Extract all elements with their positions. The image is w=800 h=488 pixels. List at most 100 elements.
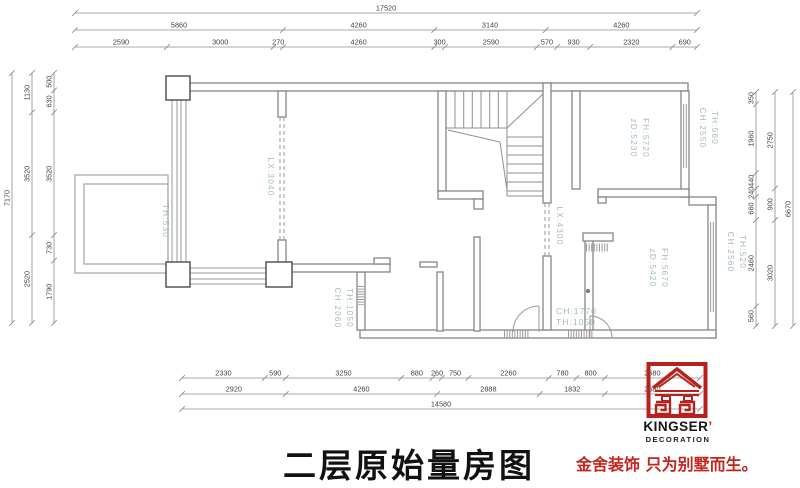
dim-tick — [696, 405, 704, 413]
dim-tick — [431, 43, 438, 51]
wall-right-lower — [707, 204, 717, 339]
dim-label: 2590 — [483, 38, 499, 47]
dim-tick — [587, 43, 594, 51]
dim-tick — [282, 390, 289, 398]
dim-label: 3140 — [482, 21, 498, 30]
post-mid — [265, 261, 293, 288]
dim-tick — [178, 374, 186, 382]
dim-label: 2680 — [644, 385, 660, 394]
drawing-title: 二层原始量房图 — [283, 446, 535, 485]
walls-group — [187, 82, 717, 339]
dim-label: 440 — [747, 175, 756, 187]
doors-group — [512, 289, 613, 339]
stairs-group — [446, 91, 544, 197]
dim-tick — [28, 69, 36, 77]
dim-label: 240 — [747, 187, 756, 199]
dim-label: 800 — [584, 369, 596, 378]
terrace-outline — [74, 174, 169, 274]
dim-tick — [752, 303, 760, 310]
wall-partition-a — [436, 271, 444, 332]
wall-partition-1-bottom — [277, 239, 287, 265]
dim-tick — [542, 26, 549, 34]
door-arc-small-room — [589, 315, 613, 339]
wall-topright-room-left — [571, 90, 581, 190]
dim-label: 270 — [272, 38, 284, 47]
room-label-ch2060: TH:1050 — [345, 288, 354, 328]
brand-subname: DECORATION — [645, 435, 711, 444]
dim-label: 260 — [431, 369, 443, 378]
dim-tick — [438, 374, 445, 382]
post-bottom-left — [165, 261, 191, 288]
wall-stair-stub — [473, 198, 484, 210]
dim-tick — [50, 232, 58, 239]
dim-label: 930 — [568, 38, 580, 47]
wall-bottom — [359, 329, 717, 339]
dim-label: 1832 — [564, 385, 580, 394]
dim-label: 900 — [766, 198, 775, 210]
logo-frame — [646, 362, 708, 418]
stair-walk-line — [447, 129, 508, 191]
wall-top — [187, 82, 689, 92]
dim-tick — [545, 374, 552, 382]
dim-label: 590 — [269, 369, 281, 378]
openings-group — [279, 117, 550, 256]
dim-label: 3250 — [335, 369, 351, 378]
dim-tick — [669, 43, 676, 51]
room-label-lx3040: LX:3040 — [266, 158, 275, 197]
dim-label: 6670 — [784, 201, 793, 217]
room-label-ch1770: CH:1770 — [556, 306, 597, 316]
dim-tick — [536, 390, 543, 398]
dim-tick — [696, 374, 704, 382]
dim-label: 17520 — [376, 4, 396, 13]
dim-tick — [50, 319, 58, 327]
dim-tick — [71, 9, 79, 17]
dim-tick — [752, 169, 760, 177]
dim-tick — [693, 43, 701, 51]
door-arc-corridor — [512, 305, 540, 333]
dim-tick — [279, 43, 287, 51]
dim-label: 880 — [411, 369, 423, 378]
dim-label: 730 — [45, 242, 54, 254]
wall-lip — [373, 257, 391, 265]
dim-label: 14580 — [431, 400, 451, 409]
dim-label: 570 — [541, 38, 553, 47]
dim-label: 3520 — [45, 166, 54, 182]
dim-label: 2888 — [480, 385, 496, 394]
room-label-ch2060: CH:2060 — [333, 288, 342, 329]
dim-label: 2590 — [113, 38, 129, 47]
dim-tick — [8, 69, 16, 77]
brand-tagline: 金舍装饰 只为别墅而生。 — [576, 455, 758, 474]
dim-label: 750 — [449, 369, 461, 378]
dim-tick — [752, 322, 760, 330]
stair-corner-diagonal — [506, 93, 544, 129]
dim-tick — [71, 26, 79, 34]
wall-hook — [597, 196, 607, 204]
dim-tick — [771, 322, 779, 330]
door-dot — [586, 289, 590, 293]
dim-label: 2680 — [644, 369, 660, 378]
brand-name: KINGSER’ — [638, 419, 718, 434]
dim-tick — [771, 216, 779, 224]
dim-tick — [573, 374, 580, 382]
dim-tick — [771, 88, 779, 96]
dim-label: 2520 — [23, 271, 32, 287]
dim-tick — [429, 374, 436, 382]
room-label-fh5670: zD:5420 — [648, 249, 657, 288]
logo-window-right — [683, 395, 693, 402]
dim-tick — [533, 43, 541, 51]
logo-roof-outer — [651, 366, 703, 390]
dim-tick — [465, 374, 472, 382]
wall-mid-horizontal — [285, 263, 391, 273]
windows-group — [171, 100, 714, 312]
dim-tick — [693, 9, 701, 17]
wall-right-upper — [680, 90, 690, 198]
room-label-ch1770: TH:1050 — [556, 317, 596, 327]
dim-label: 2330 — [215, 369, 231, 378]
dim-label: 1130 — [23, 85, 32, 101]
dim-tick — [50, 87, 58, 94]
brand-name-mark: ’ — [708, 419, 713, 434]
hatch-group — [358, 243, 609, 338]
kingser-logo — [646, 362, 708, 418]
